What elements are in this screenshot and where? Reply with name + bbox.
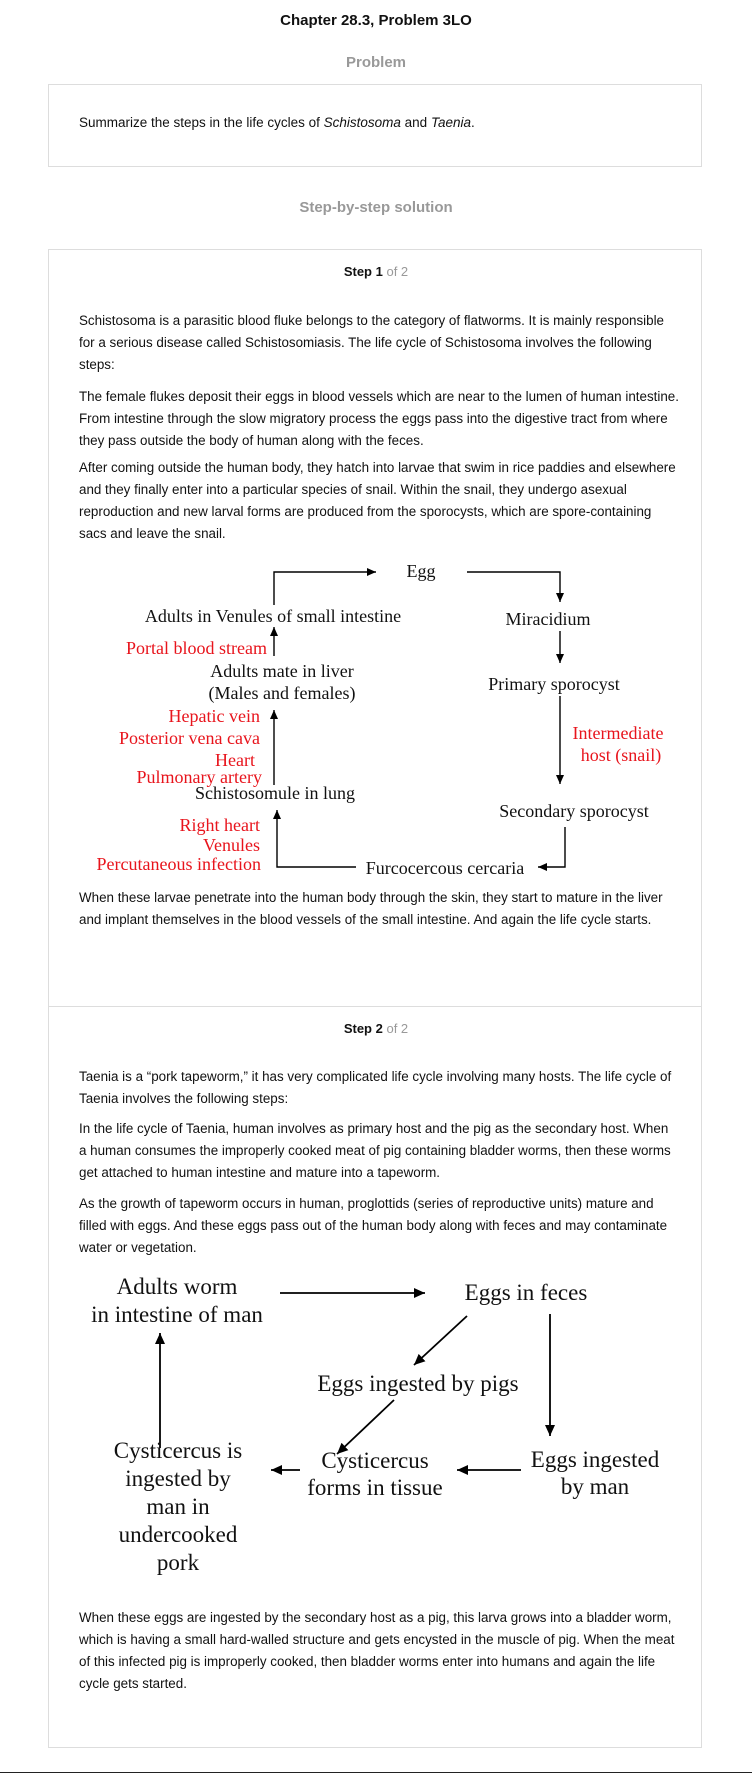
arrow-cercaria-to-schistosomule — [273, 810, 356, 868]
problem-label: Problem — [345, 54, 406, 71]
schistosoma-life-cycle-diagram: Egg Miracidium Primary sporocyst Seconda… — [97, 561, 664, 878]
step-1-heading: Step 1 of 2 — [343, 264, 409, 279]
diagram-label-furcocercous-cercaria: Furcocercous cercaria — [366, 858, 524, 878]
term-taenia: Taenia — [430, 115, 471, 130]
step-1-conclusion: When these larvae penetrate into the hum… — [79, 890, 663, 927]
taenia-life-cycle-diagram: Adults worm in intestine of man Eggs in … — [91, 1274, 660, 1575]
diagram-label-eggs-pigs: Eggs ingested by pigs — [317, 1371, 518, 1396]
diagram-label-primary-sporocyst: Primary sporocyst — [488, 674, 619, 694]
step-divider — [49, 1006, 701, 1007]
diagram-label-miracidium: Miracidium — [506, 609, 591, 629]
diagram-label-heart: Heart — [215, 750, 255, 770]
diagram-label-cysticercus-pork: undercooked — [119, 1522, 238, 1547]
step-1-paragraph: The female flukes deposit their eggs in … — [79, 389, 679, 448]
diagram-label-eggs-man: by man — [561, 1474, 630, 1499]
diagram-label-intermediate-host: Intermediate — [573, 723, 664, 743]
diagram-label-secondary-sporocyst: Secondary sporocyst — [499, 801, 648, 821]
arrow-adults-to-egg — [273, 568, 376, 605]
diagram-label-schistosomule: Schistosomule in lung — [195, 783, 355, 803]
diagram-label-cysticercus-pork: Cysticercus is — [114, 1438, 242, 1463]
diagram-label-right-heart: Right heart — [180, 815, 260, 835]
solution-box: Step 1 of 2 Schistosoma is a parasitic b… — [48, 249, 702, 1748]
problem-box: Summarize the steps in the life cycles o… — [48, 84, 702, 167]
step-1-paragraph: Schistosoma is a parasitic blood fluke b… — [79, 313, 665, 372]
arrow-secondary-to-cercaria — [538, 827, 566, 871]
diagram-label-cysticercus-tissue: forms in tissue — [307, 1475, 442, 1500]
page-title: Chapter 28.3, Problem 3LO — [280, 12, 472, 29]
diagram-label-adults-worm: in intestine of man — [91, 1302, 263, 1327]
diagram-label-cysticercus-pork: ingested by — [125, 1466, 231, 1491]
term-schistosoma: Schistosoma — [323, 115, 401, 130]
step-2-conclusion: When these eggs are ingested by the seco… — [79, 1610, 675, 1691]
diagram-label-egg: Egg — [407, 561, 436, 581]
diagram-label-hepatic-vein: Hepatic vein — [169, 706, 260, 726]
step-2-paragraph: As the growth of tapeworm occurs in huma… — [79, 1196, 668, 1255]
step-1-paragraph: After coming outside the human body, the… — [79, 460, 676, 541]
diagram-label-cysticercus-tissue: Cysticercus — [321, 1448, 428, 1473]
step-2-heading: Step 2 of 2 — [343, 1021, 409, 1036]
diagram-label-cysticercus-pork: man in — [146, 1494, 210, 1519]
diagram-label-intermediate-host: host (snail) — [581, 745, 662, 766]
diagram-label-adults-mate: (Males and females) — [209, 683, 356, 704]
diagram-label-cysticercus-pork: pork — [157, 1550, 200, 1575]
solution-label: Step-by-step solution — [299, 199, 453, 216]
diagram-label-eggs-in-feces: Eggs in feces — [465, 1280, 588, 1305]
page-bottom-rule — [0, 1772, 752, 1773]
step-2-paragraph: Taenia is a “pork tapeworm,” it has very… — [79, 1069, 672, 1106]
arrow-egg-to-miracidium — [467, 571, 564, 602]
diagram-label-venules: Venules — [203, 835, 260, 855]
diagram-label-eggs-man: Eggs ingested — [531, 1447, 660, 1472]
diagram-label-percutaneous: Percutaneous infection — [97, 854, 261, 874]
problem-statement: Summarize the steps in the life cycles o… — [79, 115, 475, 130]
arrow-pigs-to-tissue — [336, 1399, 395, 1455]
step-2-paragraph: In the life cycle of Taenia, human invol… — [79, 1121, 671, 1180]
diagram-label-adults-worm: Adults worm — [117, 1274, 238, 1299]
diagram-label-adults-venules: Adults in Venules of small intestine — [145, 606, 401, 626]
diagram-label-portal-blood-stream: Portal blood stream — [126, 638, 267, 658]
diagram-label-pulmonary-artery: Pulmonary artery — [137, 767, 262, 787]
diagram-label-posterior-vena-cava: Posterior vena cava — [119, 728, 260, 748]
arrow-feces-to-pigs — [413, 1315, 468, 1366]
diagram-label-adults-mate: Adults mate in liver — [210, 661, 353, 681]
